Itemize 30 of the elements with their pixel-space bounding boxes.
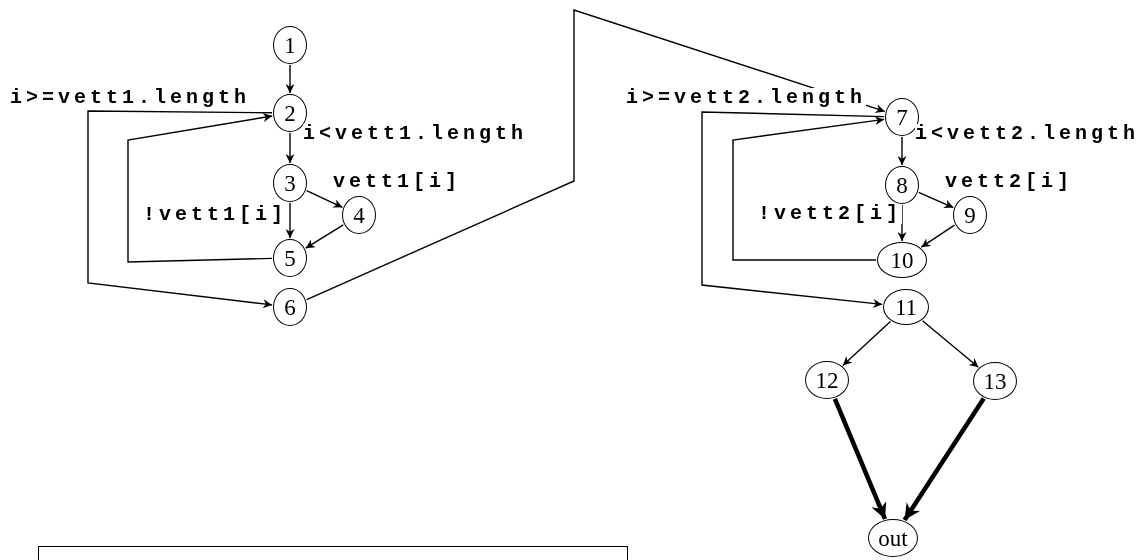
graph-node: 6: [273, 288, 307, 326]
arrow: [701, 111, 885, 308]
arrow: [305, 190, 344, 208]
graph-node: 5: [273, 239, 307, 277]
arrow: [921, 320, 980, 368]
arrow: [842, 320, 892, 367]
arrow: [127, 113, 273, 263]
graph-node: 12: [805, 361, 849, 399]
arrow: [306, 9, 886, 301]
arrow: [285, 132, 295, 164]
graph-node: 11: [883, 289, 929, 325]
arrow: [285, 202, 295, 239]
thick-arrow: [832, 397, 888, 520]
arrow: [897, 136, 907, 166]
arrow: [87, 110, 273, 309]
graph-node: 9: [953, 196, 987, 234]
thick-arrow: [902, 397, 986, 522]
graph-node: 1: [273, 26, 307, 64]
graph-node: out: [868, 519, 918, 557]
graph-node: 3: [273, 164, 307, 202]
graph-node: 13: [973, 362, 1017, 400]
graph-node: 10: [877, 242, 927, 278]
arrow: [920, 224, 956, 248]
graph-node: 4: [342, 196, 376, 234]
graph-node: 8: [885, 166, 919, 204]
edge-label: i>=vett2.length: [626, 88, 867, 108]
arrow: [305, 224, 344, 249]
arrow: [732, 116, 885, 261]
arrow: [285, 64, 295, 94]
arrow: [918, 191, 954, 209]
